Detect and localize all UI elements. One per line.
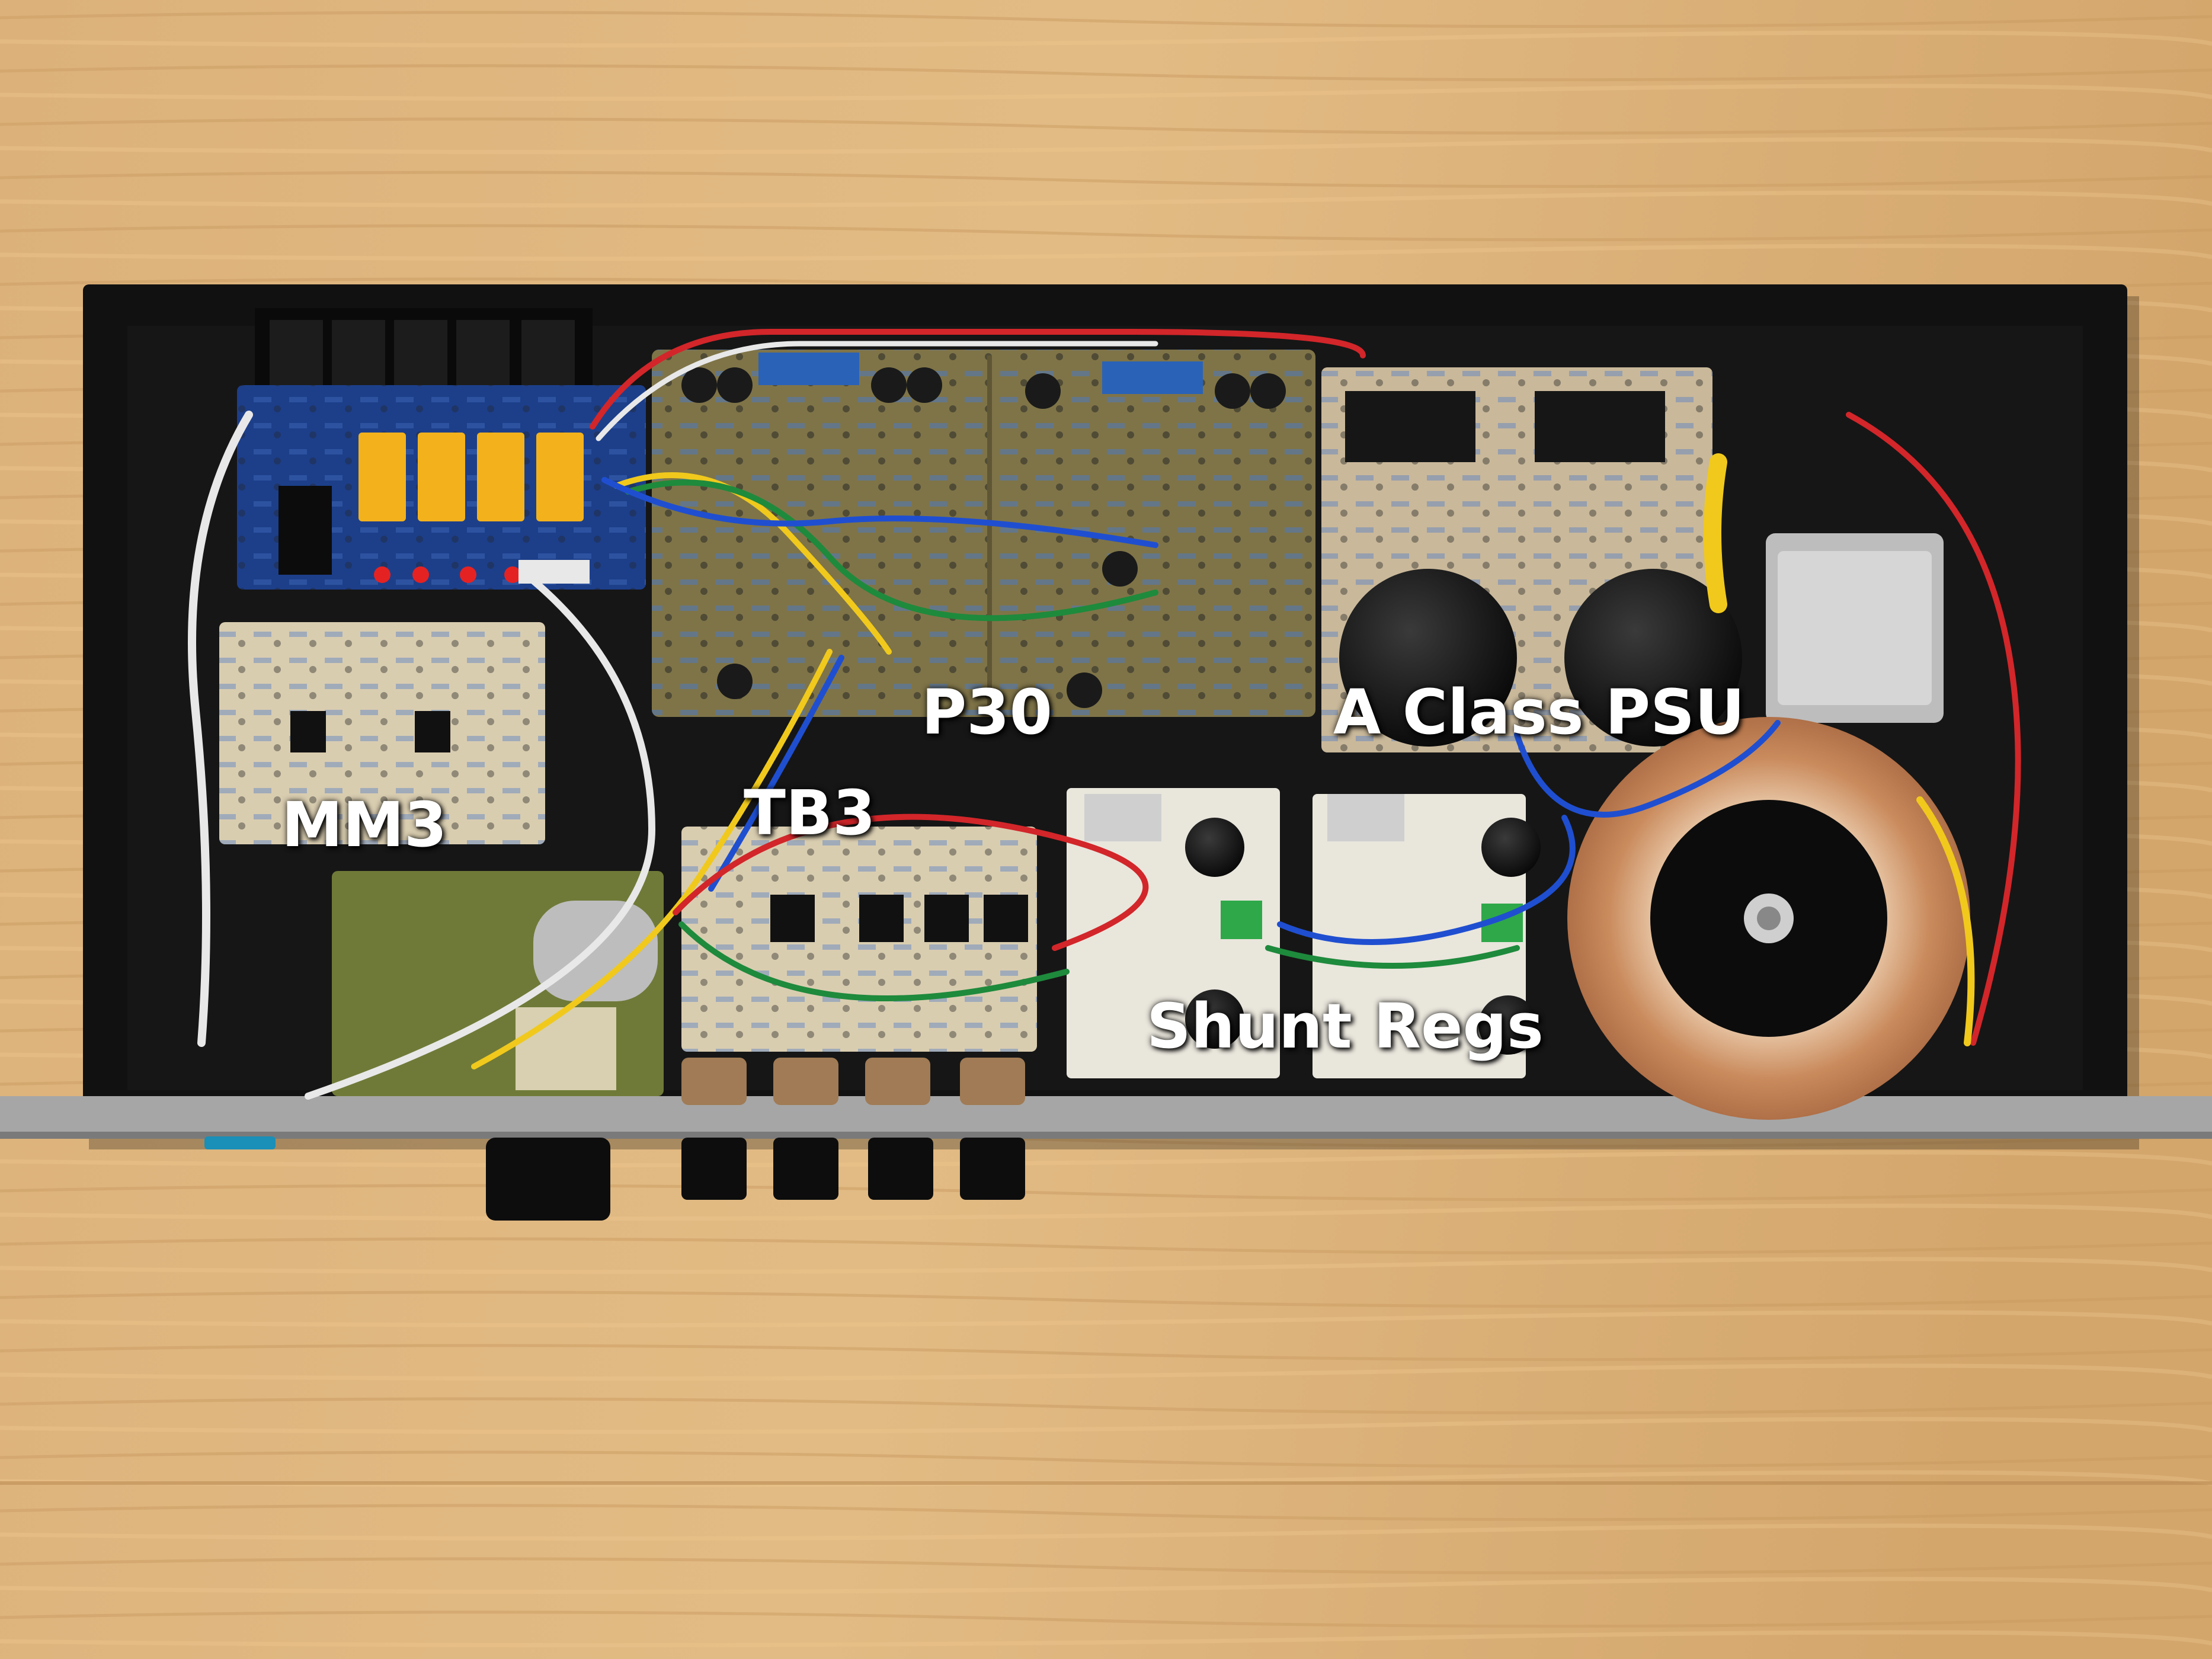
small-transformer: [1766, 533, 1944, 723]
toroidal-transformer: [1567, 717, 1970, 1120]
p30-boards: [652, 350, 1315, 717]
shunt-regs-label: Shunt Regs: [1147, 990, 1544, 1062]
front-panel: [0, 1096, 2212, 1138]
p30-label: P30: [921, 676, 1052, 748]
mm3-label: MM3: [281, 789, 447, 861]
selector-board: [237, 385, 646, 590]
wiring: [188, 328, 2021, 1100]
mm3-board: [219, 622, 545, 844]
psu-board: [1321, 367, 1742, 752]
front-knobs: [204, 1136, 1025, 1221]
rear-rca-jacks: [255, 308, 593, 391]
input-board: [332, 871, 664, 1096]
psu-label: A Class PSU: [1333, 676, 1745, 748]
tb3-label: TB3: [744, 777, 876, 849]
wood-plank-seam: [0, 1481, 2212, 1485]
front-panel-edge: [0, 1132, 2212, 1139]
